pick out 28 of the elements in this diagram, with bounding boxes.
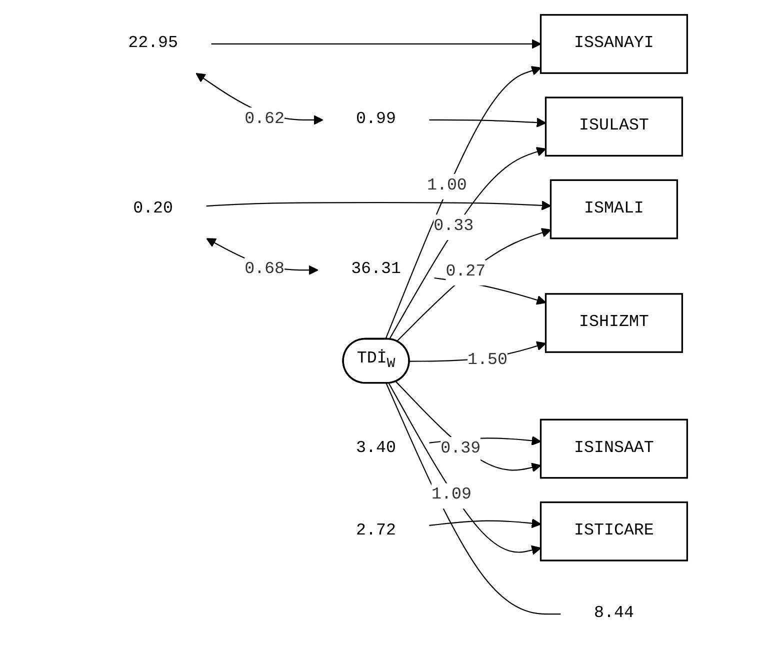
node-box: ISMALI: [550, 179, 678, 240]
edge-label: 0.33: [434, 216, 474, 236]
edge-label: 1.00: [426, 176, 467, 195]
node-box: ISTICARE: [540, 501, 688, 562]
arrow: [429, 518, 542, 528]
edge-label: 1.50: [468, 350, 508, 370]
edge-label: 0.27: [446, 262, 486, 282]
node-box: ISINSAAT: [540, 418, 688, 479]
node-text: 22.95: [128, 34, 178, 53]
node-text: 2.72: [356, 521, 396, 540]
arrow: [211, 39, 542, 49]
arrow: [384, 66, 542, 340]
edge-label: 0.39: [440, 439, 481, 458]
node-text: 8.44: [594, 604, 634, 623]
edge-label: 0.68: [244, 260, 285, 279]
node-box: ISULAST: [544, 96, 684, 157]
node-text: 36.31: [351, 260, 401, 279]
node-text: 0.20: [133, 198, 174, 218]
node-box: ISSANAYI: [540, 14, 688, 74]
arrow: [429, 118, 546, 128]
node-text: 0.99: [356, 110, 396, 129]
arrow: [396, 228, 552, 342]
node-box: ISHIZMT: [544, 293, 684, 353]
node-text: 3.40: [356, 438, 396, 458]
edge-label: 0.62: [244, 110, 285, 129]
connector: [386, 383, 561, 615]
arrow: [206, 200, 552, 210]
edge-label: 1.09: [432, 485, 472, 504]
